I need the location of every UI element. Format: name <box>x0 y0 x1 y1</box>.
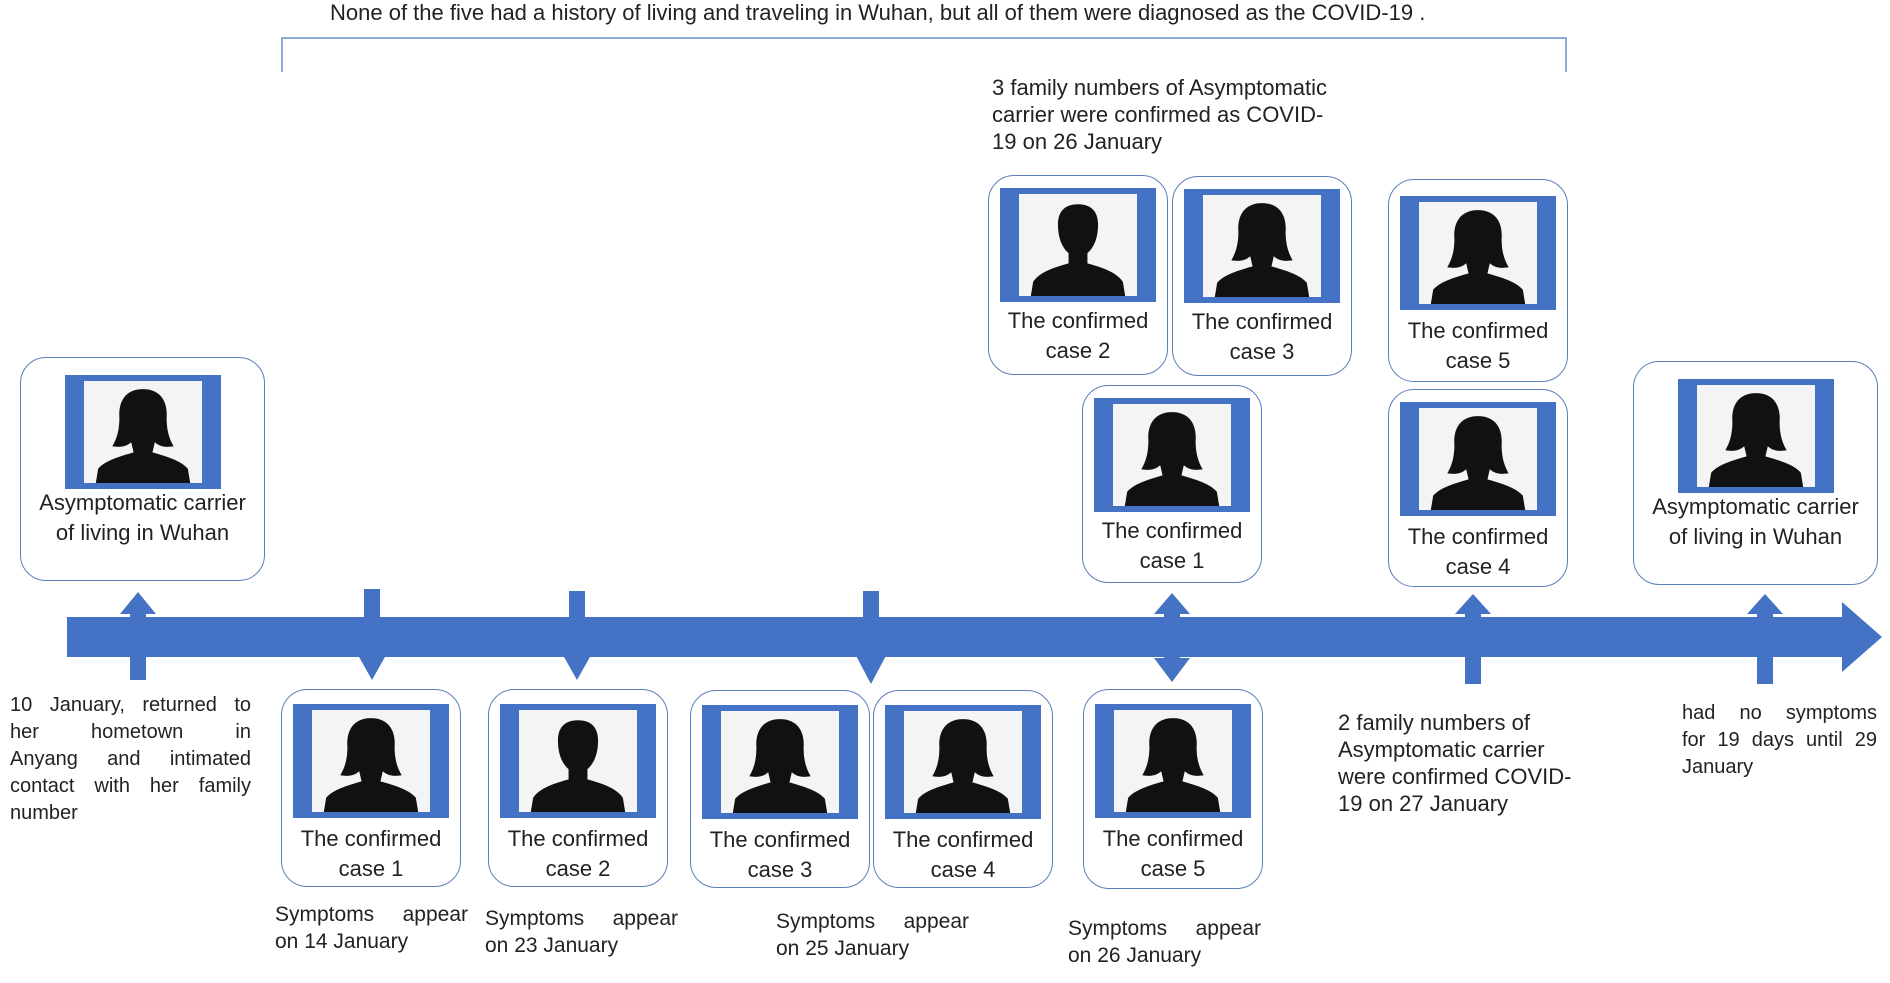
card-label-line2: case 2 <box>545 856 611 881</box>
annotation-line: carrier were confirmed as COVID- <box>992 102 1324 127</box>
annotation-symptoms-14-january: Symptoms appear on 14 January <box>275 901 468 955</box>
annotation-family-26-january: 3 family numbers of Asymptomatic carrier… <box>992 74 1382 155</box>
annotation-line: Symptoms appear <box>1068 917 1261 940</box>
annotation-line: Asymptomatic carrier <box>1338 737 1545 762</box>
card-label-line1: The confirmed <box>1102 826 1244 851</box>
female-silhouette-icon <box>915 719 1011 813</box>
card-asymptomatic-carrier-left: Asymptomatic carrier of living in Wuhan <box>20 357 265 581</box>
annotation-returned-to-hometown: 10 January, returned to her hometown in … <box>10 692 251 827</box>
annotation-line: Symptoms appear <box>485 907 678 930</box>
female-silhouette-icon <box>1708 393 1803 487</box>
card-label-line1: The confirmed <box>300 826 442 851</box>
card-label-line1: The confirmed <box>1407 524 1549 549</box>
arrow-up-case4 <box>1455 594 1491 684</box>
card-label-line1: The confirmed <box>892 827 1034 852</box>
card-label-line2: case 2 <box>1045 338 1111 363</box>
card-bottom-confirmed-case-1: The confirmed case 1 <box>281 689 461 887</box>
annotation-line: her hometown in <box>10 721 251 743</box>
female-silhouette-icon <box>1430 416 1526 510</box>
annotation-line: Symptoms appear <box>275 903 468 926</box>
annotation-symptoms-23-january: Symptoms appear on 23 January <box>485 905 678 959</box>
card-bottom-confirmed-case-5: The confirmed case 5 <box>1083 689 1263 889</box>
annotation-line: were confirmed COVID- <box>1338 764 1572 789</box>
timeline-bar <box>67 617 1845 657</box>
female-silhouette-icon <box>323 718 419 812</box>
annotation-line: January <box>1682 756 1754 778</box>
male-silhouette-icon <box>530 720 626 812</box>
annotation-symptoms-25-january: Symptoms appear on 25 January <box>776 908 969 962</box>
timeline-arrowhead <box>1842 602 1882 672</box>
card-label-line2: case 4 <box>1445 554 1511 579</box>
annotation-line: Anyang and intimated <box>10 748 251 770</box>
annotation-line: Symptoms appear <box>776 910 969 933</box>
annotation-line: 3 family numbers of Asymptomatic <box>992 75 1328 100</box>
card-label-line2: case 1 <box>338 856 404 881</box>
arrow-up-carrier-left <box>120 592 156 680</box>
card-label-line1: Asymptomatic carrier <box>39 490 246 515</box>
female-silhouette-icon <box>1125 718 1221 812</box>
annotation-no-symptoms: had no symptoms for 19 days until 29 Jan… <box>1682 700 1877 781</box>
card-bottom-confirmed-case-3: The confirmed case 3 <box>690 690 870 888</box>
annotation-line: on 25 January <box>776 937 910 960</box>
card-top-confirmed-case-3: The confirmed case 3 <box>1172 176 1352 376</box>
female-silhouette-icon <box>1124 412 1220 506</box>
card-label-line1: The confirmed <box>1407 318 1549 343</box>
arrow-double-case1-5 <box>1154 593 1190 682</box>
male-silhouette-icon <box>1030 204 1126 296</box>
annotation-line: on 23 January <box>485 934 619 957</box>
card-label-line2: case 5 <box>1140 856 1206 881</box>
female-silhouette-icon <box>1214 203 1310 297</box>
annotation-line: for 19 days until 29 <box>1682 729 1877 751</box>
card-label-line2: case 5 <box>1445 348 1511 373</box>
card-top-confirmed-case-2: The confirmed case 2 <box>988 175 1168 375</box>
card-top-confirmed-case-4: The confirmed case 4 <box>1388 389 1568 587</box>
card-label-line2: case 4 <box>930 857 996 882</box>
female-silhouette-icon <box>1430 210 1526 304</box>
card-label-line1: The confirmed <box>1007 308 1149 333</box>
arrow-down-case2 <box>559 591 595 680</box>
card-top-confirmed-case-5: The confirmed case 5 <box>1388 179 1568 382</box>
annotation-line: number <box>10 802 78 824</box>
annotation-line: on 14 January <box>275 930 409 953</box>
annotation-line: 2 family numbers of <box>1338 710 1530 735</box>
card-bottom-confirmed-case-4: The confirmed case 4 <box>873 690 1053 888</box>
card-label-line1: The confirmed <box>507 826 649 851</box>
annotation-symptoms-26-january: Symptoms appear on 26 January <box>1068 915 1261 969</box>
annotation-line: 19 on 26 January <box>992 129 1163 154</box>
arrow-up-carrier-right <box>1747 594 1783 684</box>
annotation-line: on 26 January <box>1068 944 1202 967</box>
annotation-family-27-january: 2 family numbers of Asymptomatic carrier… <box>1338 709 1638 817</box>
card-label-line2: of living in Wuhan <box>55 520 230 545</box>
card-label-line2: case 1 <box>1139 548 1205 573</box>
card-label-line2: of living in Wuhan <box>1668 524 1843 549</box>
card-label-line1: Asymptomatic carrier <box>1652 494 1859 519</box>
card-label-line1: The confirmed <box>709 827 851 852</box>
card-top-confirmed-case-1: The confirmed case 1 <box>1082 385 1262 583</box>
female-silhouette-icon <box>732 719 828 813</box>
arrow-down-case3-4 <box>853 591 889 684</box>
annotation-line: contact with her family <box>10 775 251 797</box>
annotation-line: 19 on 27 January <box>1338 791 1509 816</box>
card-label-line1: The confirmed <box>1101 518 1243 543</box>
card-asymptomatic-carrier-right: Asymptomatic carrier of living in Wuhan <box>1633 361 1878 585</box>
female-silhouette-icon <box>95 389 190 483</box>
header-note: None of the five had a history of living… <box>330 0 1426 25</box>
card-label-line1: The confirmed <box>1191 309 1333 334</box>
annotation-line: 10 January, returned to <box>10 694 251 716</box>
arrow-down-case1 <box>354 589 390 680</box>
card-label-line2: case 3 <box>747 857 813 882</box>
annotation-line: had no symptoms <box>1682 702 1877 724</box>
card-label-line2: case 3 <box>1229 339 1295 364</box>
card-bottom-confirmed-case-2: The confirmed case 2 <box>488 689 668 887</box>
